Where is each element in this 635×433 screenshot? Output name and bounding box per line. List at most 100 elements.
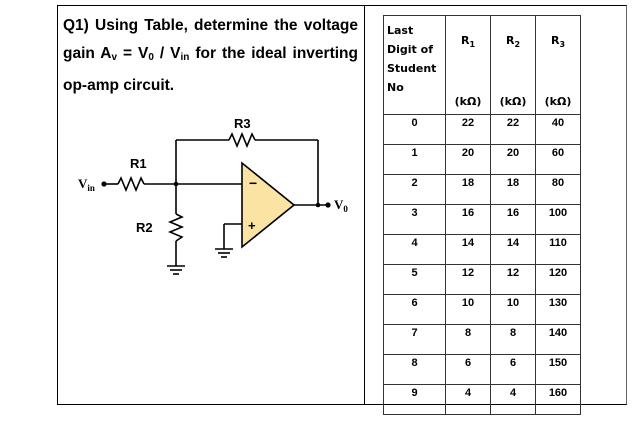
cell-digit: 8 bbox=[383, 354, 446, 385]
r1-resistor bbox=[117, 175, 145, 193]
ground-icon bbox=[167, 265, 185, 275]
r-letter: R bbox=[550, 34, 560, 47]
cell-r3: 100 bbox=[535, 204, 581, 235]
cell-r1: 16 bbox=[445, 204, 491, 235]
vin-label: Vin bbox=[78, 176, 95, 193]
cell-r2: 8 bbox=[490, 324, 536, 355]
vin-subscript: in bbox=[180, 52, 190, 63]
cell-r1: 18 bbox=[445, 174, 491, 205]
cell-digit: 6 bbox=[383, 294, 446, 325]
table-header-row: Last Digit of Student No R1 (kΩ) R2 (kΩ)… bbox=[383, 15, 581, 115]
cell-digit: 7 bbox=[383, 324, 446, 355]
cell-r3: 60 bbox=[535, 144, 581, 175]
header-r2-unit: (kΩ) bbox=[499, 95, 527, 108]
cell-digit: 9 bbox=[383, 384, 446, 415]
cell-r3: 120 bbox=[535, 264, 581, 295]
cell-r1: 8 bbox=[445, 324, 491, 355]
cell-r3: 110 bbox=[535, 234, 581, 265]
question-mid1: = V bbox=[117, 45, 149, 62]
vout-label-sub: 0 bbox=[343, 204, 348, 214]
cell-r2: 14 bbox=[490, 234, 536, 265]
header-line: Student bbox=[387, 62, 437, 75]
cell-r3: 150 bbox=[535, 354, 581, 385]
junction-dot bbox=[173, 181, 179, 187]
header-r1-unit: (kΩ) bbox=[454, 95, 482, 108]
cell-digit: 4 bbox=[383, 234, 446, 265]
header-line: No bbox=[387, 81, 404, 94]
question-frame: Q1) Using Table, determine the voltage g… bbox=[57, 5, 627, 415]
vin-label-sub: in bbox=[87, 183, 95, 193]
cell-r2: 16 bbox=[490, 204, 536, 235]
header-r3-unit: (kΩ) bbox=[544, 95, 572, 108]
header-r1-name: R1 bbox=[446, 34, 490, 49]
header-line: Digit of bbox=[387, 43, 433, 56]
cell-r1: 14 bbox=[445, 234, 491, 265]
header-r3: R3 (kΩ) bbox=[535, 15, 581, 115]
cell-digit: 3 bbox=[383, 204, 446, 235]
header-line: Last bbox=[387, 24, 414, 37]
resistor-values-table: Last Digit of Student No R1 (kΩ) R2 (kΩ)… bbox=[383, 15, 581, 415]
cell-r2: 18 bbox=[490, 174, 536, 205]
header-r2: R2 (kΩ) bbox=[490, 15, 536, 115]
question-prefix: Q1) Using Table, determine the voltage g… bbox=[63, 17, 358, 62]
cell-r3: 140 bbox=[535, 324, 581, 355]
cell-r3: 40 bbox=[535, 114, 581, 145]
vout-label-main: V bbox=[334, 197, 344, 212]
cell-digit: 2 bbox=[383, 174, 446, 205]
inverting-opamp-circuit: − + R1 R2 R3 Vin V0 bbox=[78, 116, 348, 275]
cell-r1: 20 bbox=[445, 144, 491, 175]
cell-r1: 6 bbox=[445, 354, 491, 385]
vin-terminal bbox=[101, 181, 107, 187]
r-subscript: 1 bbox=[469, 40, 476, 50]
vout-label: V0 bbox=[334, 197, 348, 214]
cell-r2: 20 bbox=[490, 144, 536, 175]
question-suffix: for the ideal inverting op-amp circuit. bbox=[63, 45, 358, 94]
column-divider bbox=[364, 6, 365, 404]
question-text: Q1) Using Table, determine the voltage g… bbox=[63, 12, 358, 100]
r1-label: R1 bbox=[130, 156, 147, 171]
r3-resistor bbox=[228, 131, 256, 149]
cell-r2: 12 bbox=[490, 264, 536, 295]
cell-digit: 1 bbox=[383, 144, 446, 175]
cell-r3: 80 bbox=[535, 174, 581, 205]
r2-label: R2 bbox=[136, 220, 153, 235]
cell-digit: 5 bbox=[383, 264, 446, 295]
cell-r1: 12 bbox=[445, 264, 491, 295]
header-r1: R1 (kΩ) bbox=[445, 15, 491, 115]
cell-r2: 10 bbox=[490, 294, 536, 325]
minus-sign: − bbox=[249, 175, 257, 191]
r-subscript: 2 bbox=[514, 40, 521, 50]
cell-r2: 6 bbox=[490, 354, 536, 385]
cell-r2: 22 bbox=[490, 114, 536, 145]
opamp-triangle-icon bbox=[241, 161, 296, 249]
r3-label: R3 bbox=[234, 116, 251, 131]
header-r2-name: R2 bbox=[491, 34, 535, 49]
r-letter: R bbox=[460, 34, 470, 47]
r2-resistor bbox=[167, 213, 185, 242]
cell-r1: 22 bbox=[445, 114, 491, 145]
junction-dot bbox=[315, 202, 321, 208]
cell-r2: 4 bbox=[490, 384, 536, 415]
cell-digit: 0 bbox=[383, 114, 446, 145]
cell-r1: 10 bbox=[445, 294, 491, 325]
vo-subscript: 0 bbox=[148, 52, 154, 63]
header-student-digit: Last Digit of Student No bbox=[383, 15, 446, 115]
vin-label-main: V bbox=[78, 176, 88, 191]
vout-terminal bbox=[325, 202, 331, 208]
plus-sign: + bbox=[248, 218, 256, 233]
av-subscript: v bbox=[111, 52, 118, 63]
question-mid2: / V bbox=[153, 45, 181, 62]
r-subscript: 3 bbox=[559, 40, 566, 50]
header-r3-name: R3 bbox=[536, 34, 580, 49]
cell-r1: 4 bbox=[445, 384, 491, 415]
